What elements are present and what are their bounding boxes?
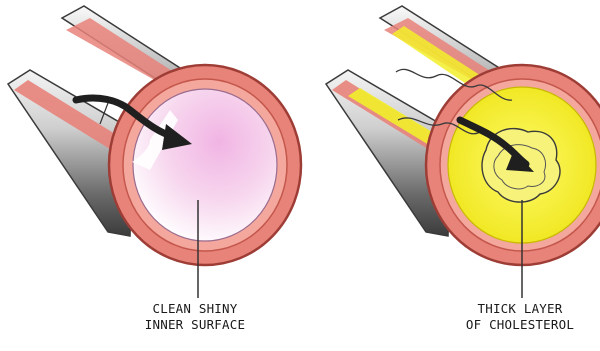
healthy-caption: CLEAN SHINY INNER SURFACE (120, 301, 270, 333)
healthy-artery-lumen (133, 89, 277, 241)
blocked-caption: THICK LAYER OF CHOLESTEROL (440, 301, 600, 333)
blocked-caption-line1: THICK LAYER (440, 301, 600, 317)
healthy-caption-line2: INNER SURFACE (120, 317, 270, 333)
blocked-artery (326, 6, 600, 298)
blocked-caption-line2: OF CHOLESTEROL (440, 317, 600, 333)
healthy-caption-line1: CLEAN SHINY (120, 301, 270, 317)
healthy-artery (8, 6, 301, 298)
